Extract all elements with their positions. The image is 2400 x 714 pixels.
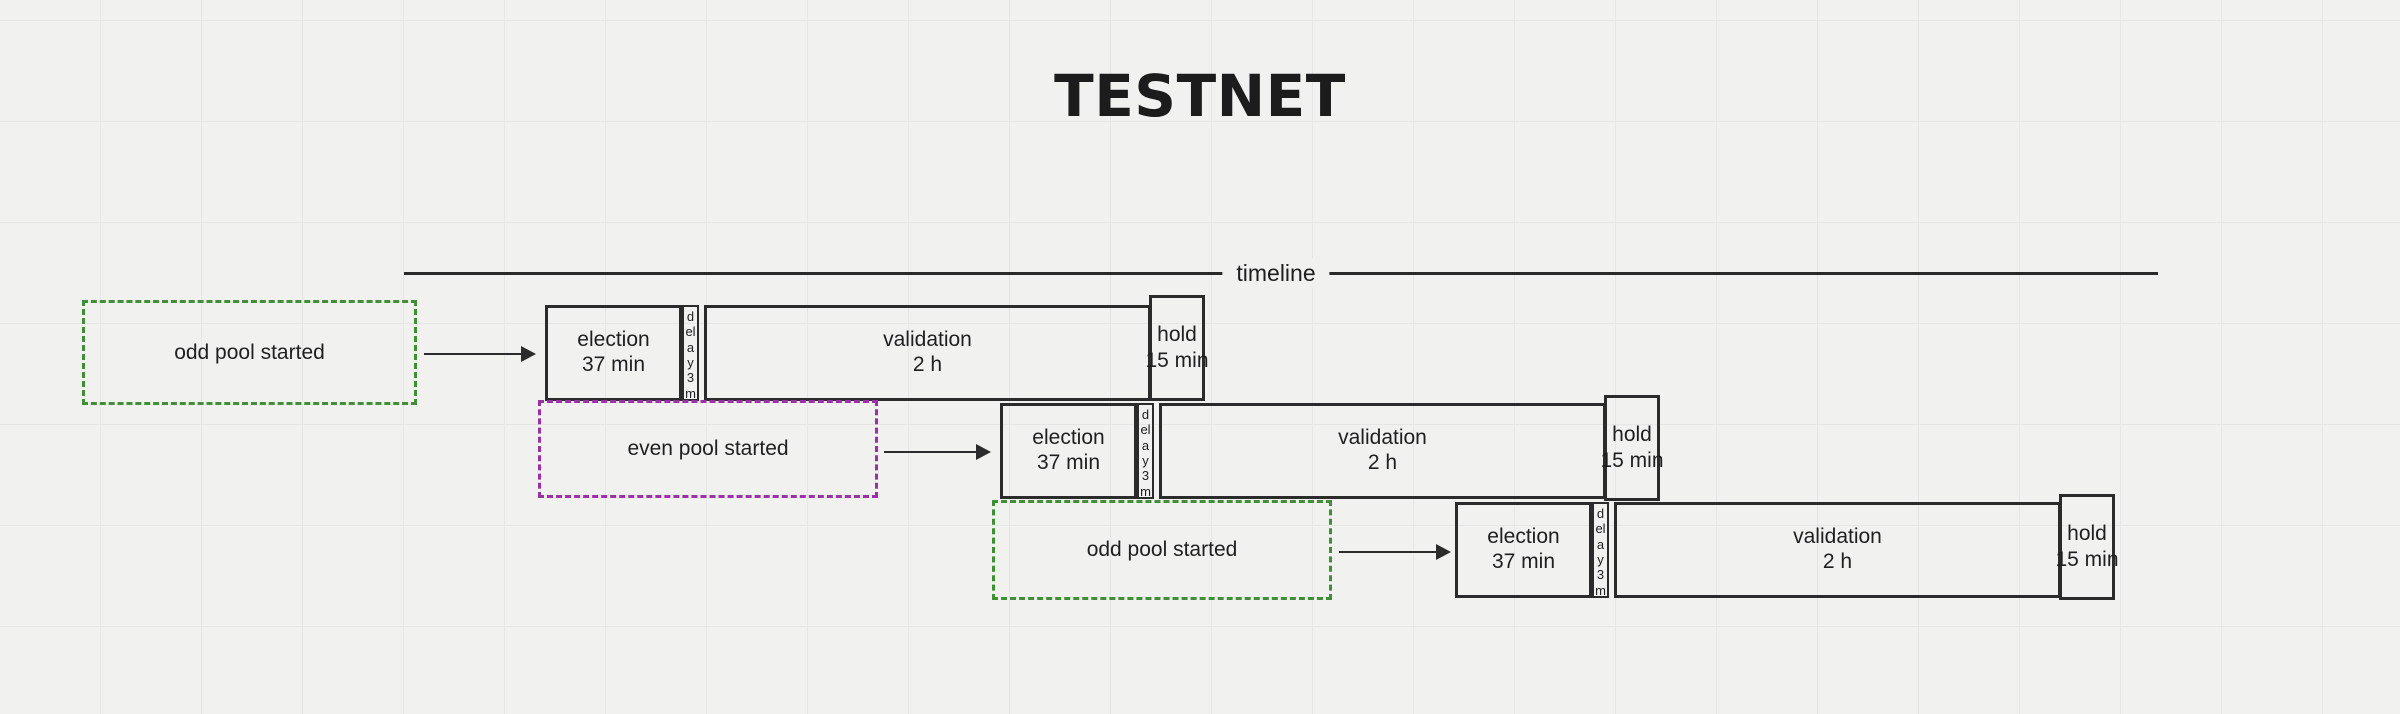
phase-delay-3[interactable]: delay 3 min (1592, 502, 1609, 598)
phase-delay-2[interactable]: delay 3 min (1137, 403, 1154, 499)
event-label: even pool started (627, 437, 789, 460)
phase-election-3[interactable]: election 37 min (1455, 502, 1592, 598)
phase-duration: 2 h (1822, 550, 1853, 573)
phase-hold-2[interactable]: hold 15 min (1600, 395, 1664, 501)
event-odd-pool-started-2[interactable]: odd pool started (992, 500, 1332, 600)
arrow-odd-pool-started-1-to-election-1 (424, 353, 534, 355)
phase-delay-1[interactable]: delay 3 min (682, 305, 699, 401)
phase-duration: 37 min (581, 353, 646, 376)
phase-name: hold (2067, 522, 2107, 546)
event-label: odd pool started (174, 340, 325, 364)
phase-delay-text: delay 3 min (685, 309, 696, 401)
phase-name: hold (1157, 323, 1197, 347)
arrow-odd-pool-started-2-to-election-3 (1339, 551, 1449, 553)
phase-duration: 37 min (1491, 550, 1556, 573)
phase-name: election (1487, 525, 1560, 549)
phase-duration-value: 15 min (2055, 548, 2119, 571)
phase-duration: 37 min (1036, 451, 1101, 474)
phase-name: validation (1338, 426, 1427, 450)
phase-validation-1[interactable]: validation 2 h (704, 305, 1151, 401)
phase-hold-3[interactable]: hold 15 min (2055, 494, 2119, 600)
phase-validation-3[interactable]: validation 2 h (1614, 502, 2061, 598)
phase-duration-value: 15 min (1145, 349, 1209, 372)
page-title: TESTNET (1054, 62, 1346, 130)
phase-delay-text: delay 3 min (1140, 407, 1151, 499)
event-odd-pool-started-1[interactable]: odd pool started (82, 300, 417, 405)
phase-election-2[interactable]: election 37 min (1000, 403, 1137, 499)
phase-duration: 2 h (912, 353, 943, 376)
phase-name: election (1032, 426, 1105, 450)
event-even-pool-started-1[interactable]: even pool started (538, 400, 878, 498)
phase-name: hold (1612, 423, 1652, 447)
phase-duration: 2 h (1367, 451, 1398, 474)
phase-duration-value: 15 min (1600, 449, 1664, 472)
event-label: odd pool started (1086, 538, 1238, 561)
phase-name: validation (883, 328, 972, 352)
phase-election-1[interactable]: election 37 min (545, 305, 682, 401)
timeline-axis-label: timeline (1222, 258, 1330, 288)
phase-hold-1[interactable]: hold 15 min (1145, 295, 1209, 401)
phase-delay-text: delay 3 min (1595, 506, 1606, 598)
phase-name: election (577, 328, 650, 352)
arrow-even-pool-started-1-to-election-2 (884, 451, 989, 453)
phase-validation-2[interactable]: validation 2 h (1159, 403, 1606, 499)
phase-name: validation (1793, 525, 1882, 549)
